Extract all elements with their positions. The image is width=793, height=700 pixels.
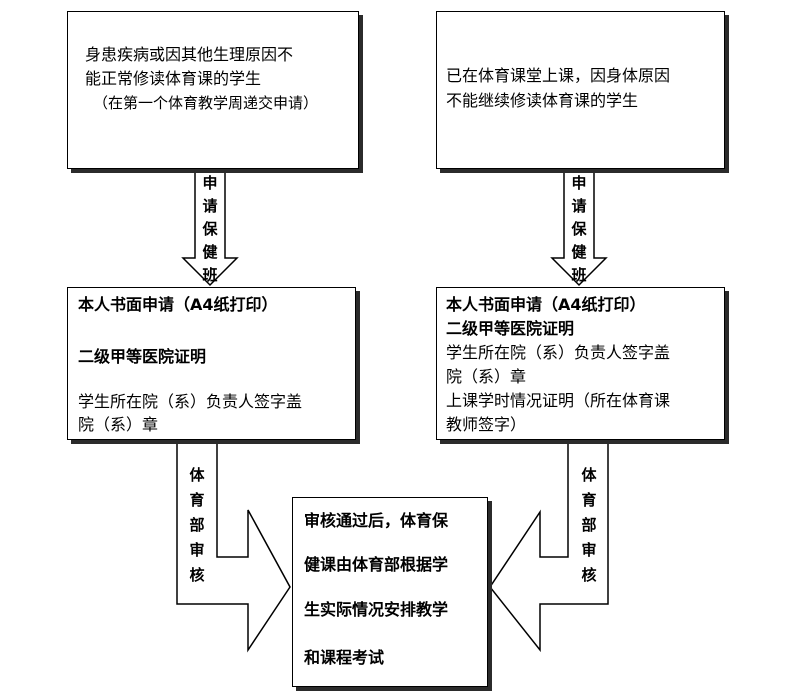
review-char: 审 <box>189 541 205 559</box>
apply-char: 班 <box>571 266 587 284</box>
apply-char: 请 <box>202 197 218 215</box>
apply-char: 健 <box>202 243 218 261</box>
review-char: 核 <box>189 566 205 584</box>
review-char: 育 <box>189 491 205 509</box>
top-right-line2: 不能继续修读体育课的学生 <box>446 91 639 110</box>
bent-arrow-left <box>176 439 291 653</box>
mid-left-box <box>67 287 356 440</box>
apply-char: 班 <box>202 266 218 284</box>
mid-right-line4: 院（系）章 <box>446 367 527 386</box>
result-box <box>292 497 488 687</box>
result-line1: 审核通过后，体育保 <box>304 511 449 530</box>
apply-char: 保 <box>202 220 218 238</box>
mid-left-line1: 本人书面申请（A4纸打印） <box>78 295 278 314</box>
review-char: 体 <box>189 466 205 484</box>
review-char: 部 <box>581 516 597 534</box>
apply-char: 保 <box>571 220 587 238</box>
result-line2: 健课由体育部根据学 <box>304 555 449 574</box>
apply-char: 申 <box>571 174 587 192</box>
result-line4: 和课程考试 <box>304 648 385 667</box>
mid-left-line3: 学生所在院（系）负责人签字盖 <box>78 392 303 411</box>
top-left-box <box>67 11 359 169</box>
bent-arrow-right <box>489 439 609 653</box>
mid-right-line3: 学生所在院（系）负责人签字盖 <box>446 343 671 362</box>
top-right-line1: 已在体育课堂上课，因身体原因 <box>446 66 671 85</box>
mid-left-line4: 院（系）章 <box>78 415 159 434</box>
review-char: 部 <box>189 516 205 534</box>
mid-right-line5: 上课学时情况证明（所在体育课 <box>446 391 671 410</box>
top-left-line2: 能正常修读体育课的学生 <box>85 69 262 88</box>
apply-char: 请 <box>571 197 587 215</box>
mid-right-line6: 教师签字） <box>446 415 527 434</box>
review-char: 审 <box>581 541 597 559</box>
review-char: 核 <box>581 566 597 584</box>
down-arrow-right <box>550 169 608 287</box>
top-left-line1: 身患疾病或因其他生理原因不 <box>85 45 294 64</box>
mid-right-box <box>436 287 725 440</box>
review-char: 育 <box>581 491 597 509</box>
top-left-line3: （在第一个体育教学周递交申请） <box>93 94 319 112</box>
apply-char: 申 <box>202 174 218 192</box>
review-char: 体 <box>581 466 597 484</box>
result-line3: 生实际情况安排教学 <box>304 600 449 619</box>
apply-char: 健 <box>571 243 587 261</box>
mid-left-line2: 二级甲等医院证明 <box>78 347 207 366</box>
mid-right-line2: 二级甲等医院证明 <box>446 319 575 338</box>
mid-right-line1: 本人书面申请（A4纸打印） <box>446 295 646 314</box>
top-right-box <box>436 11 725 169</box>
down-arrow-left <box>181 169 239 287</box>
